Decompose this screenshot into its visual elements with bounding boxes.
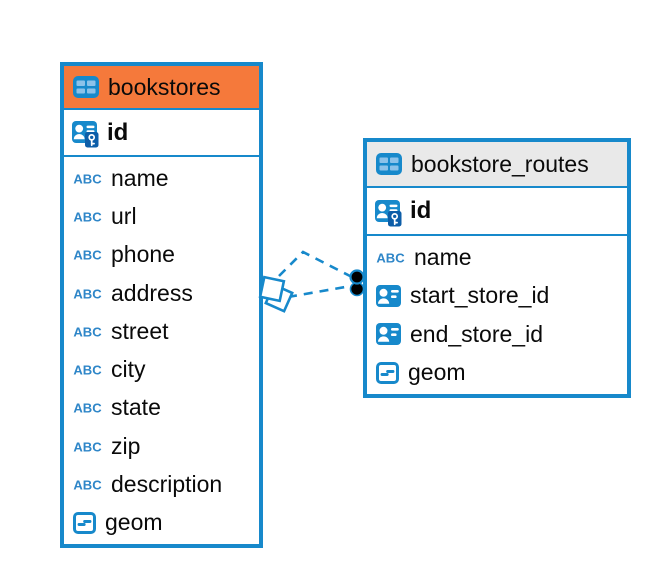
column-row-description[interactable]: description	[64, 465, 259, 503]
text-icon	[73, 477, 102, 492]
relationship-line-upper[interactable]	[278, 250, 351, 278]
column-row-address[interactable]: address	[64, 274, 259, 312]
column-name: id	[410, 197, 432, 224]
user-reference-icon	[376, 323, 401, 345]
column-row-street[interactable]: street	[64, 312, 259, 350]
column-name: geom	[105, 509, 163, 536]
table-title: bookstores	[108, 73, 221, 100]
column-row-id[interactable]: id	[367, 188, 627, 236]
column-name: end_store_id	[410, 320, 543, 347]
text-icon	[73, 171, 102, 186]
text-icon	[73, 247, 102, 262]
column-name: name	[414, 243, 472, 270]
text-icon	[73, 209, 102, 224]
diamond-endpoint-back[interactable]	[264, 283, 294, 313]
geometry-icon	[376, 362, 399, 384]
column-row-name[interactable]: name	[367, 238, 627, 277]
text-icon	[73, 286, 102, 301]
text-icon	[73, 439, 102, 454]
table-bookstores[interactable]: bookstores id name url phone address	[60, 62, 263, 548]
circle-endpoint-front[interactable]	[349, 269, 365, 285]
column-name: geom	[408, 359, 466, 386]
column-list: name start_store_id end_store_id geom	[367, 236, 627, 394]
column-row-city[interactable]: city	[64, 350, 259, 388]
column-row-zip[interactable]: zip	[64, 427, 259, 465]
table-bookstore-routes-header[interactable]: bookstore_routes	[367, 142, 627, 188]
text-icon	[73, 400, 102, 415]
table-bookstores-header[interactable]: bookstores	[64, 66, 259, 110]
column-name: city	[111, 356, 146, 383]
column-name: zip	[111, 432, 141, 459]
column-row-geom[interactable]: geom	[64, 504, 259, 542]
column-name: address	[111, 279, 193, 306]
table-title: bookstore_routes	[411, 150, 589, 177]
column-name: street	[111, 317, 169, 344]
column-row-id[interactable]: id	[64, 110, 259, 157]
user-key-icon	[375, 200, 402, 227]
table-icon	[376, 153, 402, 175]
diamond-endpoint-front[interactable]	[258, 275, 286, 303]
relationship-line-lower[interactable]	[287, 284, 352, 299]
table-bookstore-routes[interactable]: bookstore_routes id name start_store_id …	[363, 138, 631, 398]
column-row-start-store-id[interactable]: start_store_id	[367, 277, 627, 316]
column-row-state[interactable]: state	[64, 389, 259, 427]
user-reference-icon	[376, 285, 401, 307]
text-icon	[73, 324, 102, 339]
text-icon	[73, 362, 102, 377]
column-list: name url phone address street city	[64, 157, 259, 544]
column-row-name[interactable]: name	[64, 159, 259, 197]
text-icon	[376, 250, 405, 265]
column-name: start_store_id	[410, 282, 550, 309]
column-name: state	[111, 394, 161, 421]
column-row-end-store-id[interactable]: end_store_id	[367, 315, 627, 354]
column-row-phone[interactable]: phone	[64, 236, 259, 274]
column-row-geom[interactable]: geom	[367, 354, 627, 393]
column-name: id	[107, 118, 129, 146]
user-key-icon	[72, 121, 99, 148]
circle-endpoint-back[interactable]	[349, 281, 365, 297]
relationship-diamond-endpoints[interactable]	[258, 275, 294, 313]
relationship-circle-endpoints[interactable]	[349, 269, 365, 297]
column-row-url[interactable]: url	[64, 197, 259, 235]
geometry-icon	[73, 512, 96, 534]
column-name: url	[111, 202, 137, 229]
column-name: description	[111, 471, 223, 498]
column-name: phone	[111, 241, 175, 268]
column-name: name	[111, 164, 169, 191]
table-icon	[73, 76, 99, 98]
